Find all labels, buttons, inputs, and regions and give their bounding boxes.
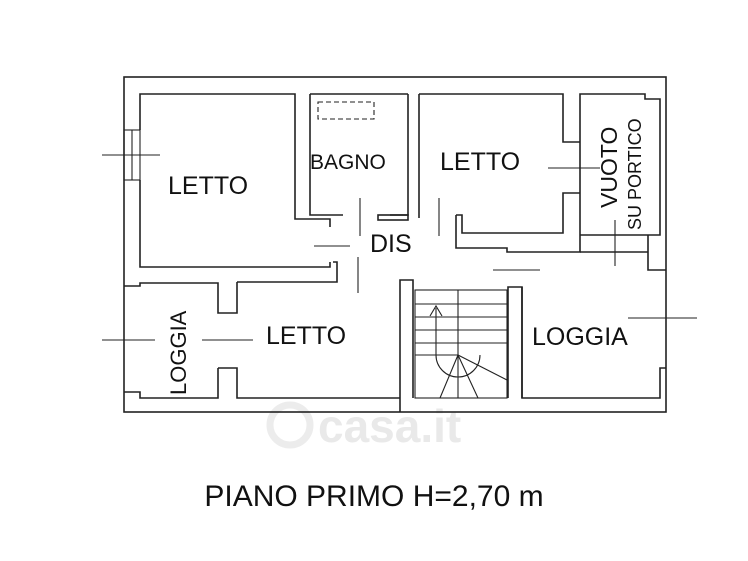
wall-stub <box>580 235 666 271</box>
room-label-dis: DIS <box>370 230 412 258</box>
outer-wall <box>123 76 667 413</box>
plan-caption: PIANO PRIMO H=2,70 m <box>204 480 544 513</box>
room-label-bagno: BAGNO <box>310 151 386 174</box>
wall-letto-nw <box>139 93 338 283</box>
bathtub-icon <box>317 101 375 120</box>
stair-direction-arrow <box>435 308 481 378</box>
wall-loggia-w <box>124 282 400 399</box>
room-label-su-portico: SU PORTICO <box>625 118 645 230</box>
room-label-vuoto: VUOTO <box>596 127 622 208</box>
room-label-letto-s: LETTO <box>266 322 346 350</box>
wall-stub <box>377 214 409 221</box>
staircase <box>414 289 508 399</box>
room-label-letto-nw: LETTO <box>168 172 248 200</box>
wall-letto-ne <box>418 93 661 253</box>
wall-loggia-e <box>521 287 666 399</box>
room-label-letto-ne: LETTO <box>440 148 520 176</box>
watermark: casa.it <box>266 400 461 452</box>
wall-stair <box>399 279 523 412</box>
room-label-loggia-e: LOGGIA <box>532 323 628 351</box>
watermark-text: casa.it <box>318 400 461 452</box>
room-label-loggia-w: LOGGIA <box>166 310 191 395</box>
